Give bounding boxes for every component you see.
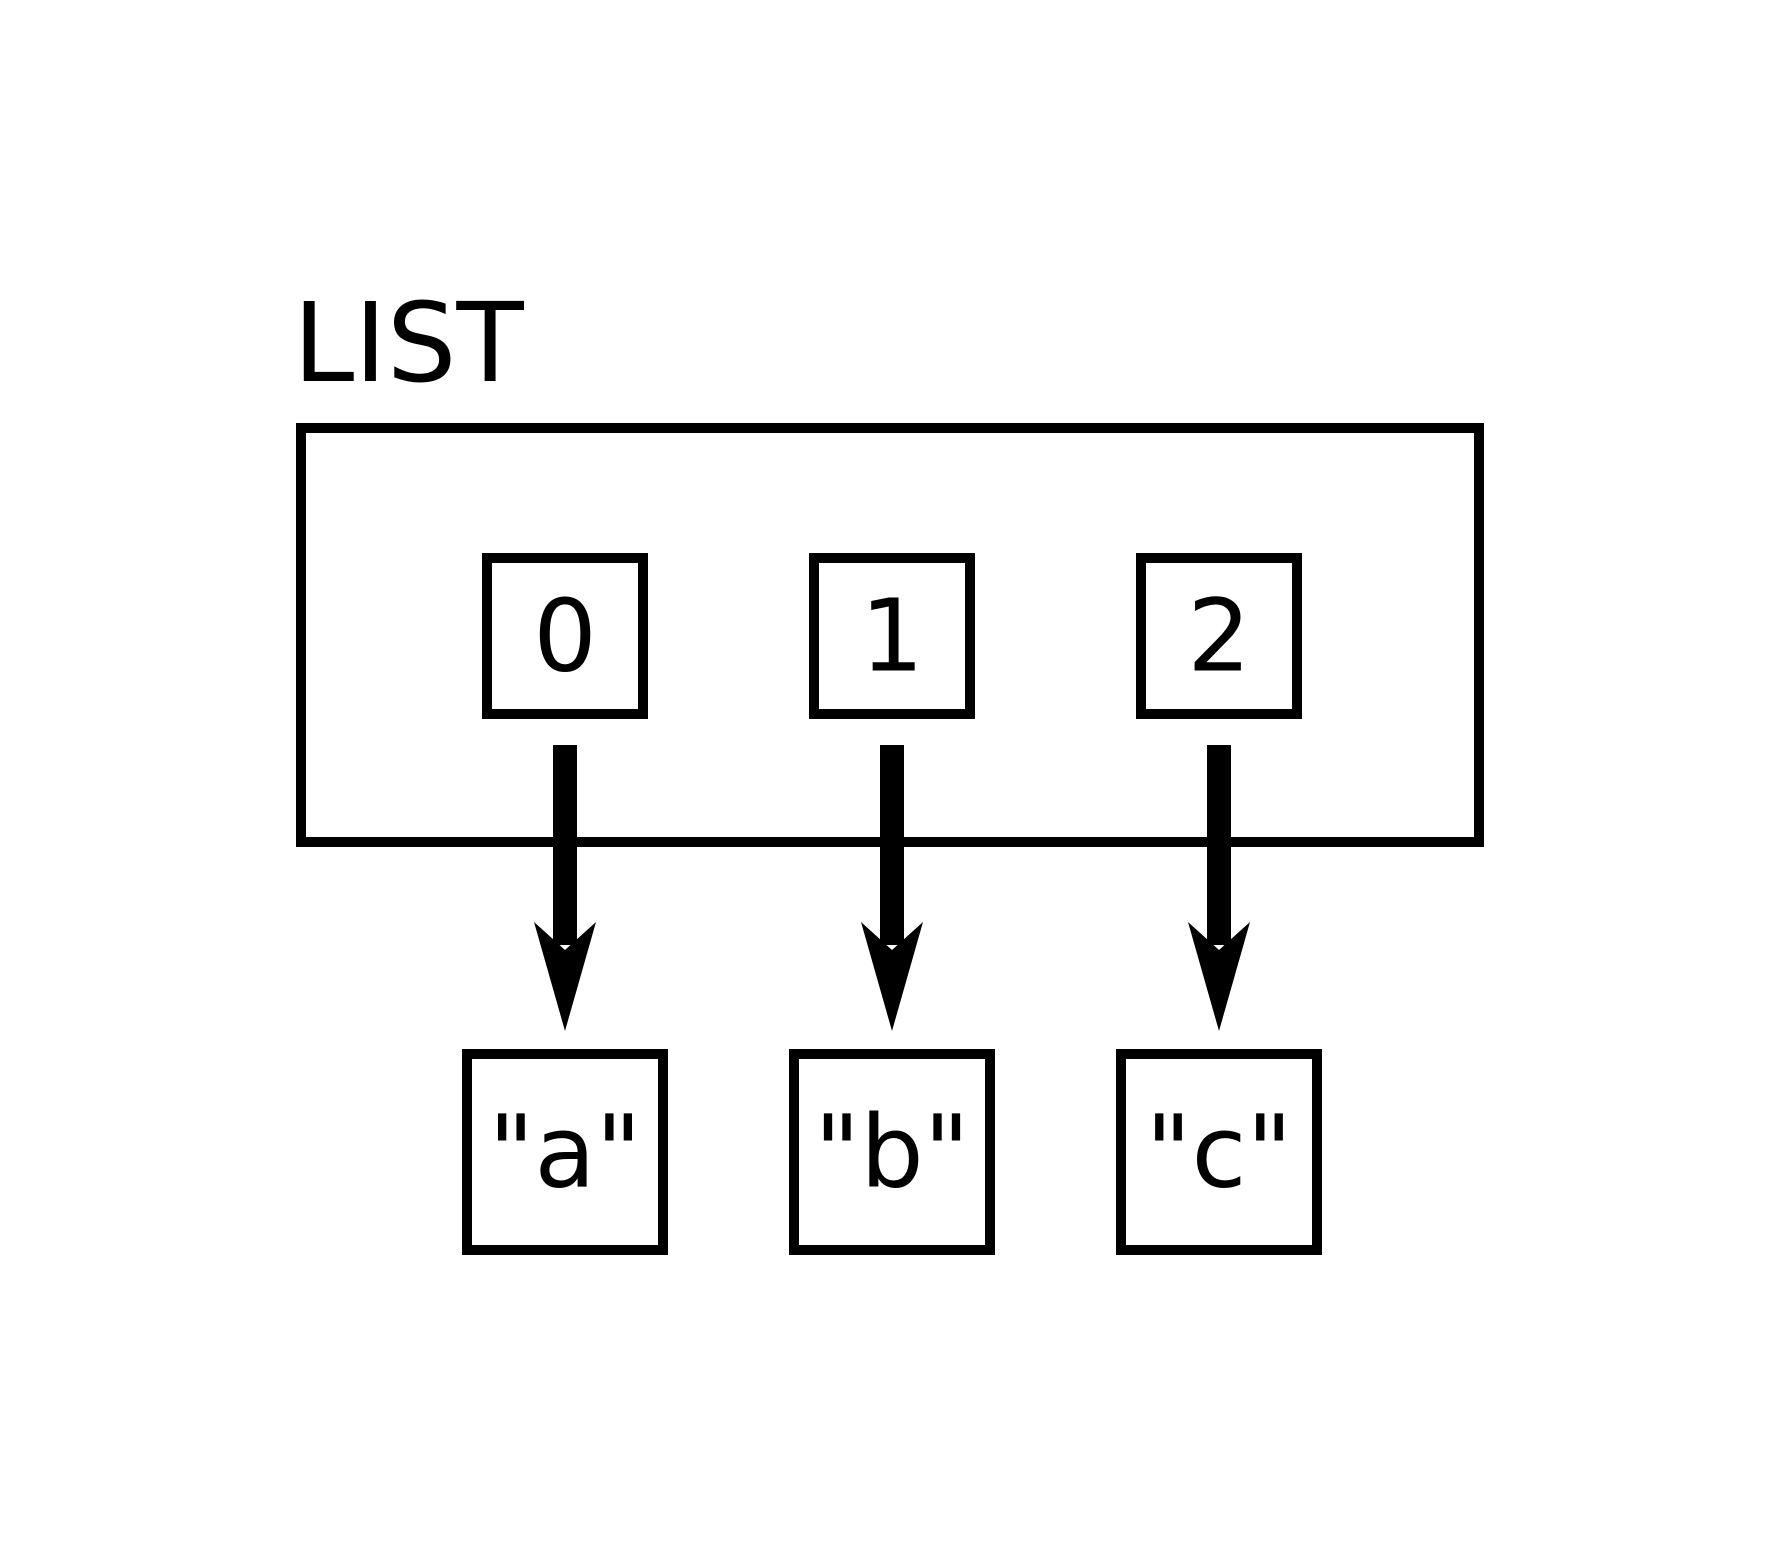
arrow-head-2 xyxy=(1188,922,1250,1031)
index-box-0 xyxy=(482,553,648,719)
index-box-2 xyxy=(1136,553,1302,719)
index-label-0: 0 xyxy=(533,578,597,695)
list-title: LIST xyxy=(293,279,525,407)
index-cell-1: 1 xyxy=(809,553,975,719)
index-label-1: 1 xyxy=(860,578,924,695)
value-box-c xyxy=(1116,1049,1322,1255)
value-label-b: "b" xyxy=(814,1094,969,1211)
index-cell-2: 2 xyxy=(1136,553,1302,719)
index-cell-0: 0 xyxy=(482,553,648,719)
pointer-arrow-0 xyxy=(534,745,596,1031)
value-label-c: "c" xyxy=(1146,1094,1293,1211)
value-label-a: "a" xyxy=(488,1094,641,1211)
value-box-b xyxy=(789,1049,995,1255)
value-box-a xyxy=(462,1049,668,1255)
pointer-arrow-2 xyxy=(1188,745,1250,1031)
index-box-1 xyxy=(809,553,975,719)
value-cell-b: "b" xyxy=(789,1049,995,1255)
value-cell-a: "a" xyxy=(462,1049,668,1255)
pointer-arrow-1 xyxy=(861,745,923,1031)
arrow-head-0 xyxy=(534,922,596,1031)
value-cell-c: "c" xyxy=(1116,1049,1322,1255)
index-label-2: 2 xyxy=(1187,578,1251,695)
arrow-head-1 xyxy=(861,922,923,1031)
